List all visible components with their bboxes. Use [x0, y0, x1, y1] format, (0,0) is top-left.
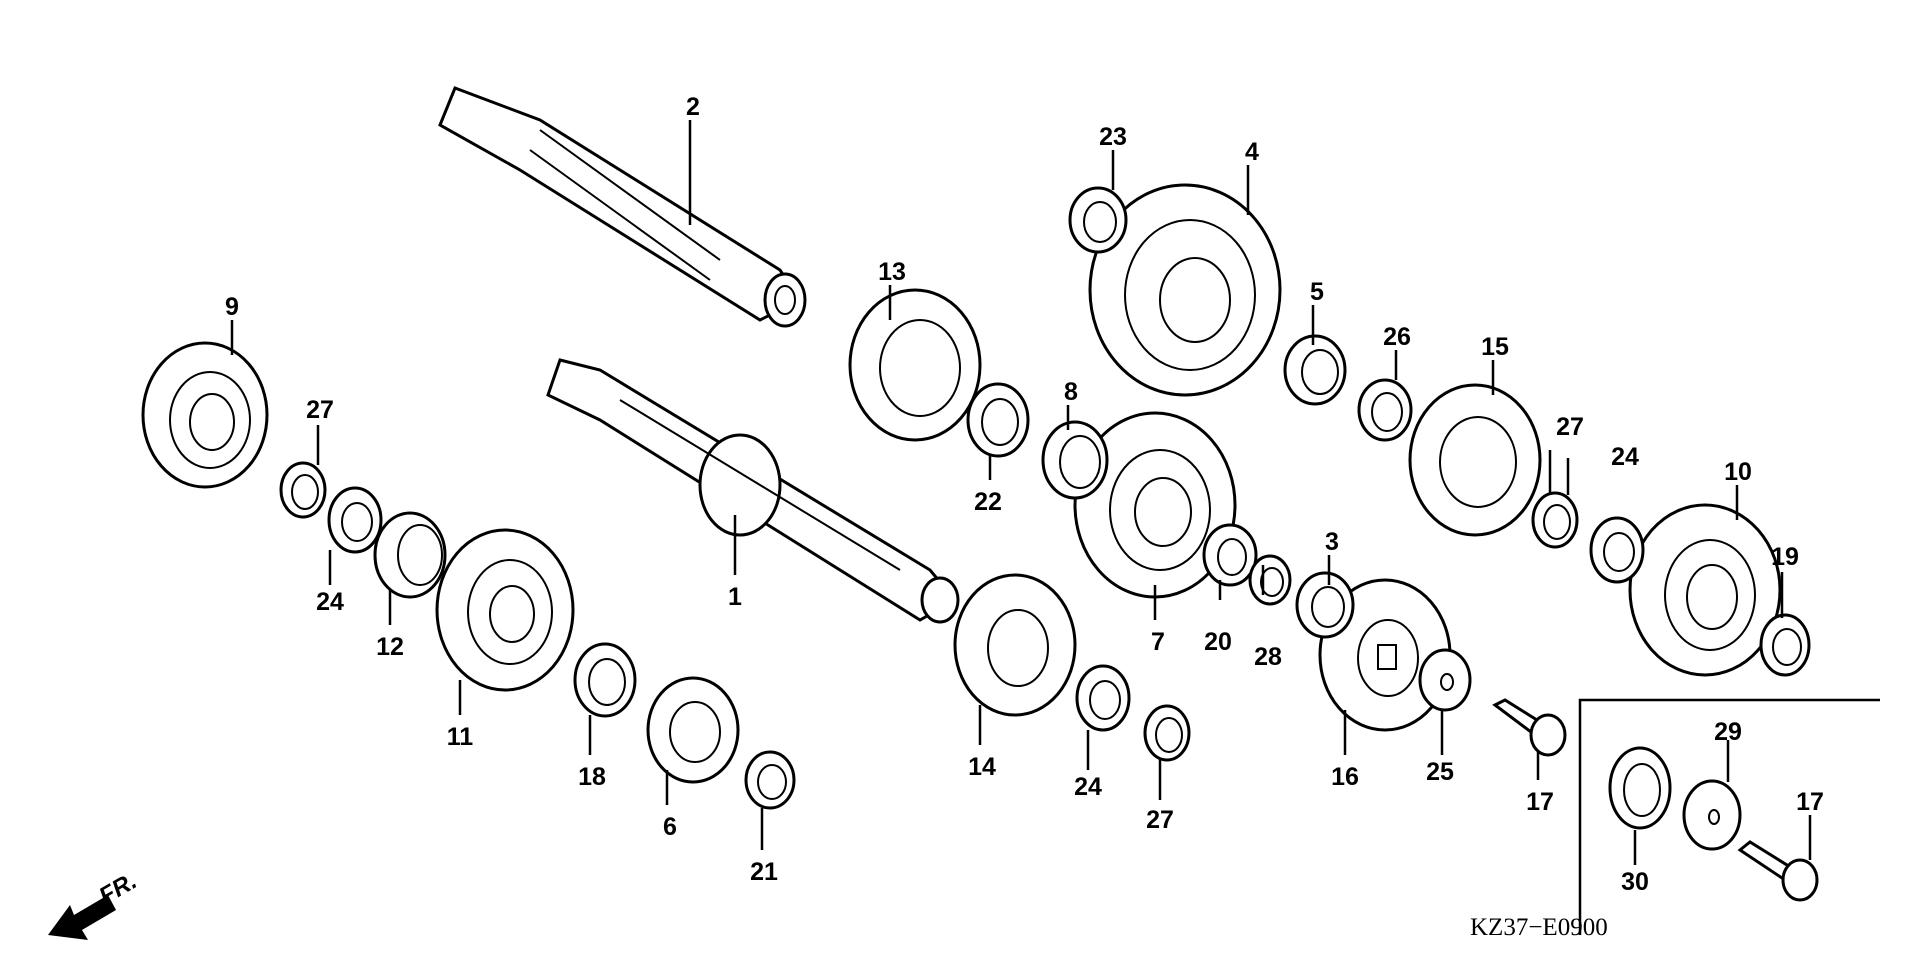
washer-18: [573, 642, 637, 718]
washer-21: [744, 750, 796, 810]
callout-6: 6: [663, 813, 677, 841]
callout-15: 15: [1481, 333, 1509, 361]
callout-22: 22: [974, 488, 1002, 516]
inset-frame: [1578, 698, 1880, 935]
callout-21: 21: [750, 858, 778, 886]
washer-28: [1248, 554, 1292, 606]
bolt-17-a: [1492, 698, 1567, 757]
callout-12: 12: [376, 633, 404, 661]
gear-14: [953, 573, 1077, 717]
washer-29: [1682, 779, 1742, 851]
callout-24-a: 24: [316, 588, 344, 616]
callout-14: 14: [968, 753, 996, 781]
leader-lines: [230, 120, 1812, 865]
callout-17: 17: [1526, 788, 1554, 816]
washer-23: [1068, 186, 1128, 254]
collar-3: [1295, 571, 1355, 639]
callout-13: 13: [878, 258, 906, 286]
washer-19: [1759, 613, 1811, 677]
gear-4: [1088, 183, 1282, 397]
callout-27-c: 27: [1556, 413, 1584, 441]
callout-23: 23: [1099, 123, 1127, 151]
circlip-27-a: [279, 461, 327, 519]
splined-washer-24-b: [1075, 664, 1131, 732]
gear-6: [646, 676, 740, 784]
callout-20: 20: [1204, 628, 1232, 656]
washer-20: [1202, 523, 1258, 587]
splined-washer-24-c: [1589, 516, 1645, 584]
callout-24-c: 24: [1611, 443, 1639, 471]
callout-1: 1: [728, 583, 742, 611]
callout-26: 26: [1383, 323, 1411, 351]
callout-16: 16: [1331, 763, 1359, 791]
bushing-12: [373, 511, 447, 599]
callout-28: 28: [1254, 643, 1282, 671]
callout-11: 11: [447, 723, 474, 751]
callout-18: 18: [578, 763, 606, 791]
gear-7: [1073, 411, 1237, 599]
callout-17-b: 17: [1796, 788, 1824, 816]
washer-25: [1418, 648, 1472, 712]
gear-9: [141, 341, 269, 489]
callout-9: 9: [225, 293, 239, 321]
diagram-code: KZ37−E0900: [1470, 914, 1608, 941]
gear-13: [848, 288, 982, 442]
callout-8: 8: [1064, 378, 1078, 406]
washer-26: [1357, 378, 1413, 442]
washer-30: [1608, 746, 1672, 830]
washer-22: [966, 382, 1030, 458]
bushing-5: [1283, 334, 1347, 406]
circlip-27-b: [1143, 704, 1191, 762]
callout-2: 2: [686, 93, 700, 121]
callout-7: 7: [1151, 628, 1165, 656]
callout-25: 25: [1426, 758, 1454, 786]
bolt-17-b: [1737, 840, 1819, 902]
callout-labels: 1 2 3 4 5 6 7 8 9 10 11 12 13 14 15 16 1…: [225, 93, 1824, 896]
bushing-8: [1041, 420, 1109, 500]
front-direction-arrow: FR.: [48, 867, 141, 940]
callout-24-b: 24: [1074, 773, 1102, 801]
callout-4: 4: [1245, 138, 1259, 166]
gear-11: [435, 528, 575, 692]
callout-10: 10: [1724, 458, 1752, 486]
callout-5: 5: [1310, 278, 1324, 306]
callout-27-a: 27: [306, 396, 334, 424]
countershaft: [438, 86, 807, 328]
callout-19: 19: [1771, 543, 1799, 571]
callout-29: 29: [1714, 718, 1742, 746]
circlip-27-c: [1531, 491, 1579, 549]
splined-washer-24-a: [327, 486, 383, 554]
callout-27-b: 27: [1146, 806, 1174, 834]
gear-15: [1408, 383, 1542, 537]
callout-30: 30: [1621, 868, 1649, 896]
mainshaft: [546, 358, 960, 624]
gear-10: [1628, 503, 1782, 677]
callout-3: 3: [1325, 528, 1339, 556]
